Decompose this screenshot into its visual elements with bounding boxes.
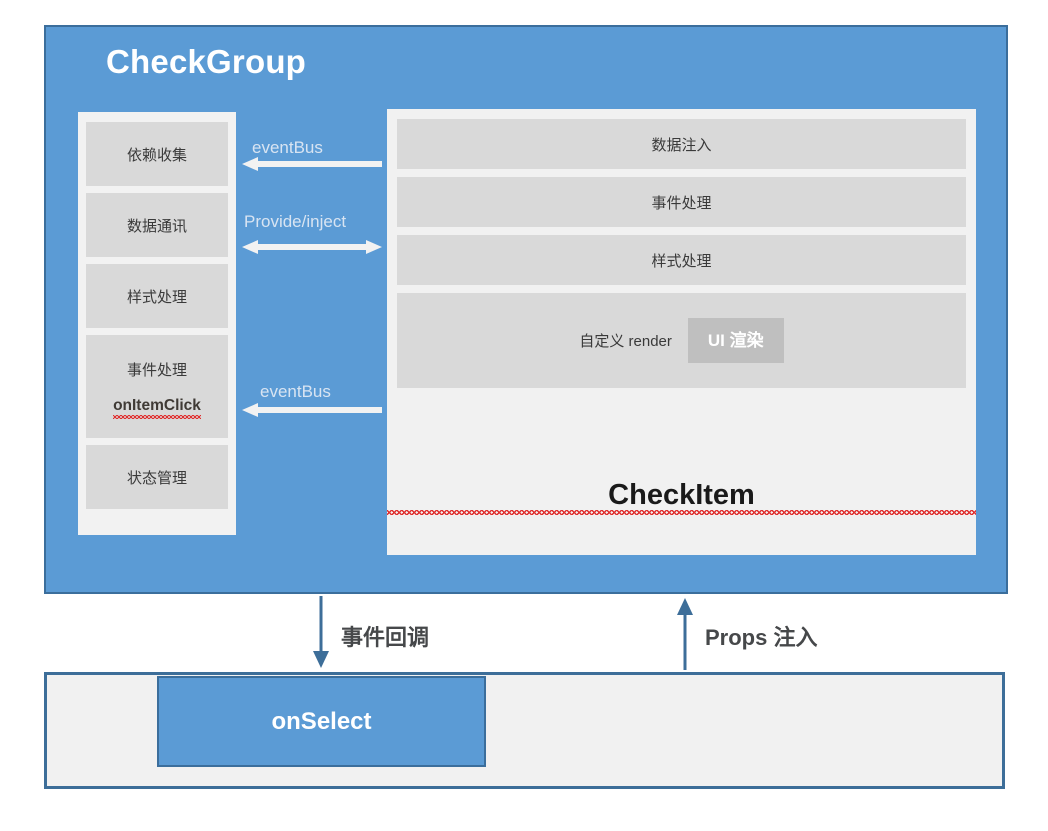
checkitem-title-text: CheckItem — [608, 479, 755, 511]
checkgroup-title: CheckGroup — [106, 43, 307, 80]
arrow-up-props-injection — [677, 598, 693, 670]
checkgroup-panel: CheckGroup 依赖收集 数据通讯 样式处理 事件处理 onItemCli… — [44, 25, 1008, 594]
feature-label: 事件处理 — [126, 361, 187, 379]
arrow-bidirectional-provide-inject — [242, 240, 382, 254]
feature-callback-name: onItemClick — [113, 396, 201, 419]
bridge-label-event-callback: 事件回调 — [341, 625, 430, 650]
arrow-left-eventbus-bottom — [242, 403, 382, 417]
checkitem-row-label: 事件处理 — [651, 194, 712, 212]
checkitem-panel: 数据注入 事件处理 样式处理 自定义 render UI 渲染 CheckIte… — [387, 109, 976, 555]
arrow-down-event-callback — [313, 596, 329, 668]
checkitem-row-custom-render[interactable]: 自定义 render UI 渲染 — [397, 293, 966, 388]
feature-label: 状态管理 — [126, 469, 187, 487]
bridge-zone: 事件回调 Props 注入 — [0, 594, 1048, 672]
parent-component-panel: onSelect — [44, 672, 1005, 789]
feature-box-dependency-collection[interactable]: 依赖收集 — [86, 122, 228, 186]
arrow-left-eventbus-top — [242, 157, 382, 171]
checkitem-row-label: 样式处理 — [651, 252, 712, 270]
checkitem-row-event-handling[interactable]: 事件处理 — [397, 177, 966, 227]
checkitem-row-data-injection[interactable]: 数据注入 — [397, 119, 966, 169]
feature-box-style-handling[interactable]: 样式处理 — [86, 264, 228, 328]
connector-label-eventbus-top: eventBus — [252, 138, 323, 157]
feature-label: 依赖收集 — [126, 146, 187, 164]
checkitem-title: CheckItem — [387, 479, 976, 512]
feature-box-data-communication[interactable]: 数据通讯 — [86, 193, 228, 257]
custom-render-label: 自定义 render — [579, 333, 672, 350]
feature-label: 数据通讯 — [126, 217, 187, 235]
bridge-label-props-injection: Props 注入 — [705, 625, 818, 650]
feature-label: 样式处理 — [126, 288, 187, 306]
checkgroup-feature-list: 依赖收集 数据通讯 样式处理 事件处理 onItemClick 状态管理 — [78, 112, 236, 535]
connector-label-eventbus-bottom: eventBus — [260, 382, 331, 401]
connector-label-provide-inject: Provide/inject — [244, 212, 347, 231]
ui-render-badge: UI 渲染 — [687, 318, 784, 363]
feature-box-event-handling[interactable]: 事件处理 onItemClick — [86, 335, 228, 438]
feature-box-state-management[interactable]: 状态管理 — [86, 445, 228, 509]
checkitem-row-label: 数据注入 — [651, 136, 712, 154]
onselect-box[interactable]: onSelect — [157, 676, 486, 767]
connector-zone: eventBus Provide/inject eventBus — [242, 112, 387, 535]
checkitem-row-style-handling[interactable]: 样式处理 — [397, 235, 966, 285]
